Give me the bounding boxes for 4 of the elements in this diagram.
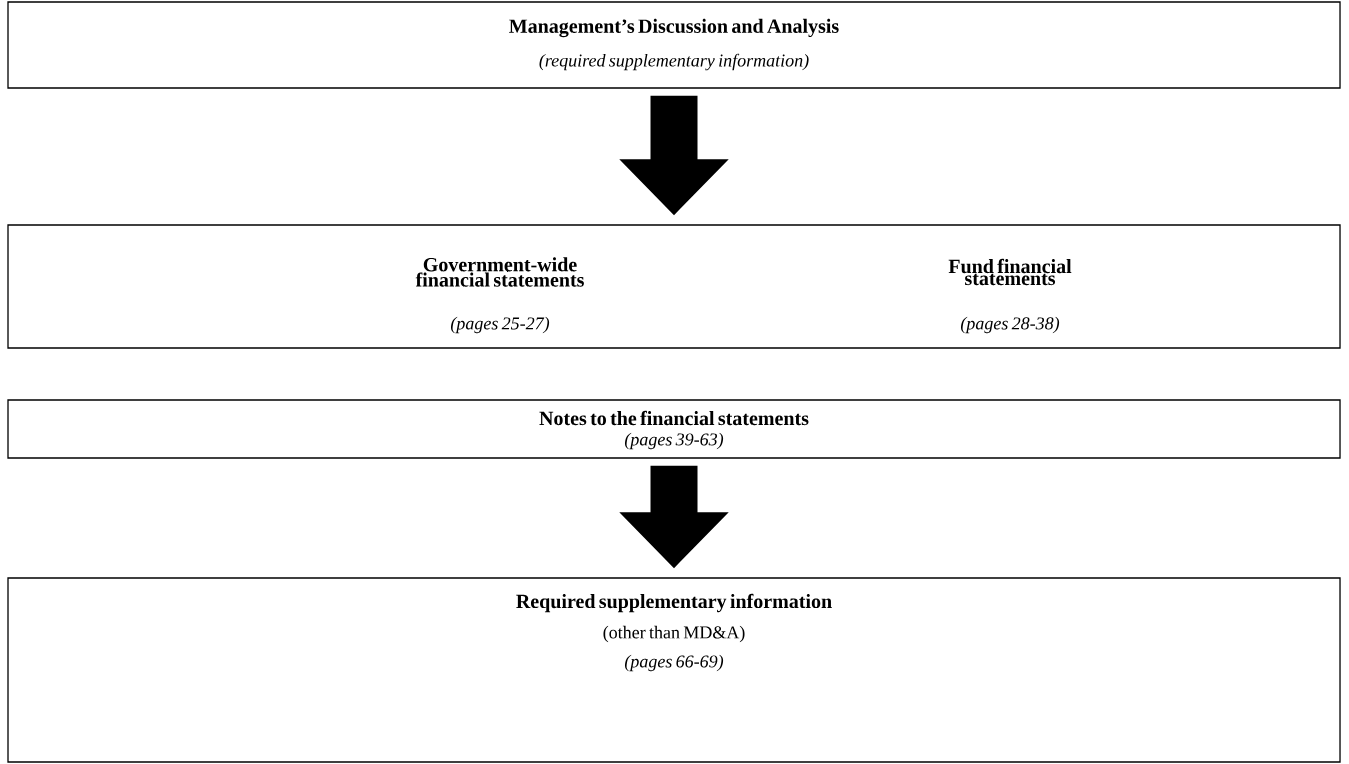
text-box: Required supplementary information (other than MD&A) (pages 66-69) [7, 577, 1341, 763]
text-box: Management’s Discussion and Analysis (required supplementary information) [7, 1, 1341, 89]
text-box: Notes to the financial statements (pages 39-63) [7, 399, 1341, 459]
text-box: Government-wide financial statements (pages 25-27) Fund financial statements (pages 28-38) [7, 224, 1341, 349]
